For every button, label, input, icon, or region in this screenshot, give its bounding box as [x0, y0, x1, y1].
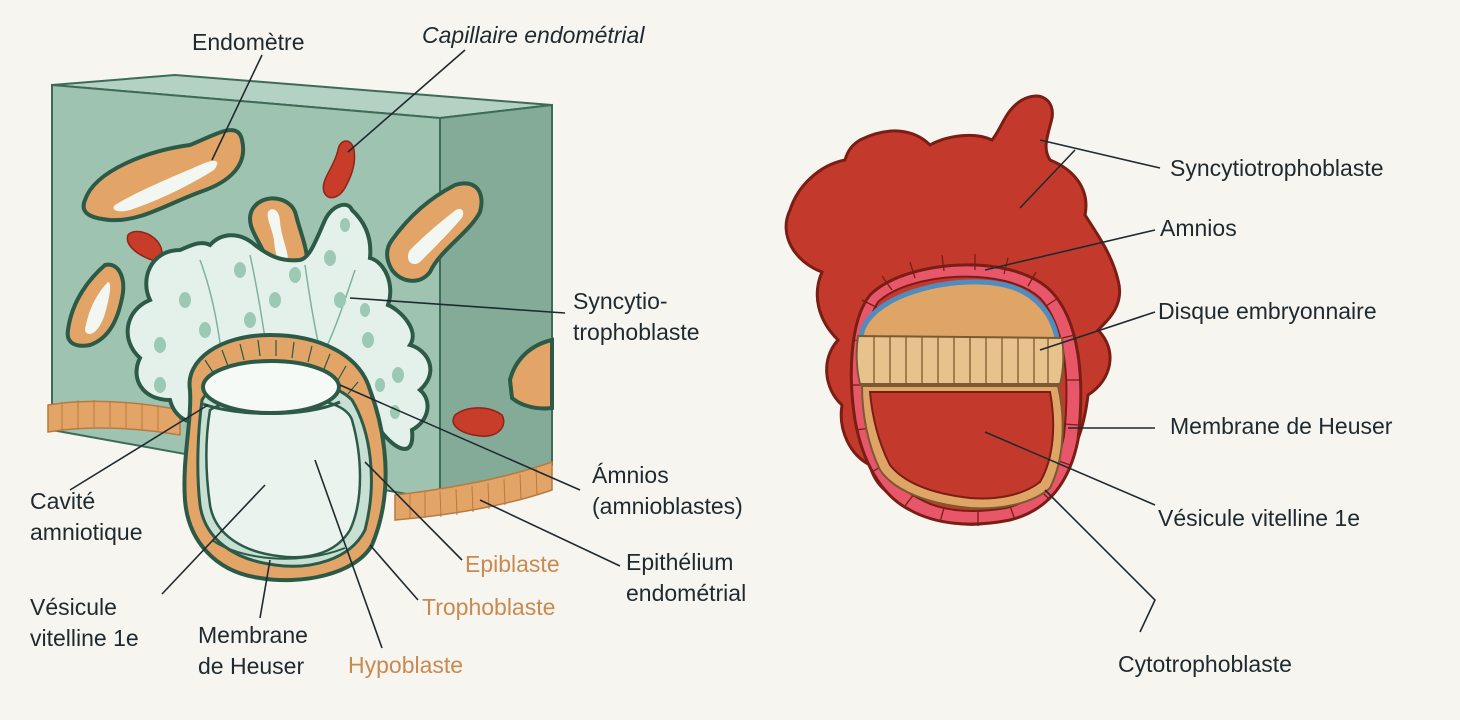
embryo-right [784, 94, 1122, 526]
label-vesicule-line1: Vésicule [30, 594, 117, 620]
label-amnios-line1: Ámnios [592, 462, 669, 488]
label-trophoblaste: Trophoblaste [422, 594, 556, 620]
embryo-left [182, 332, 388, 583]
label-cytotrophoblaste: Cytotrophoblaste [1118, 651, 1292, 677]
label-cavite-amniotique: Cavité amniotique [30, 486, 143, 548]
label-capillaire-endometrial: Capillaire endométrial [422, 22, 645, 48]
label-amnios-right: Amnios [1160, 215, 1237, 241]
label-endometre: Endomètre [192, 29, 305, 55]
gland-lumens [85, 160, 464, 334]
label-hypoblaste: Hypoblaste [348, 652, 464, 678]
label-membrane-heuser-left: Membrane de Heuser [198, 620, 308, 682]
label-syncytiotrophoblaste-left: Syncytio- trophoblaste [573, 286, 700, 348]
label-epithelium-line1: Epithélium [626, 549, 734, 575]
label-disque-embryonnaire: Disque embryonnaire [1158, 298, 1377, 324]
label-vesicule-vitelline-left: Vésicule vitelline 1e [30, 592, 139, 654]
label-syncytio-line1: Syncytio- [573, 288, 668, 314]
label-vesicule-vitelline-right: Vésicule vitelline 1e [1158, 505, 1361, 531]
label-cavite-line1: Cavité [30, 488, 96, 514]
label-epiblaste: Epiblaste [465, 551, 560, 577]
label-vesicule-line2: vitelline 1e [30, 625, 139, 651]
leader-lines [69, 49, 1161, 649]
label-amnios-left: Ámnios (amnioblastes) [592, 460, 743, 522]
label-syncytio-line2: trophoblaste [573, 319, 700, 345]
label-membrane-line2: de Heuser [198, 653, 305, 679]
label-epithelium-endometrial: Epithélium endométrial [626, 547, 746, 609]
endometrial-epithelium [47, 400, 553, 521]
label-membrane-line1: Membrane [198, 622, 308, 648]
endometrial-capillaries [126, 140, 505, 437]
label-amnios-line2: (amnioblastes) [592, 493, 743, 519]
label-cavite-line2: amniotique [30, 519, 143, 545]
label-syncytiotrophoblaste-right: Syncytiotrophoblaste [1170, 155, 1384, 181]
label-membrane-heuser-right: Membrane de Heuser [1170, 413, 1393, 439]
label-epithelium-line2: endométrial [626, 580, 747, 606]
